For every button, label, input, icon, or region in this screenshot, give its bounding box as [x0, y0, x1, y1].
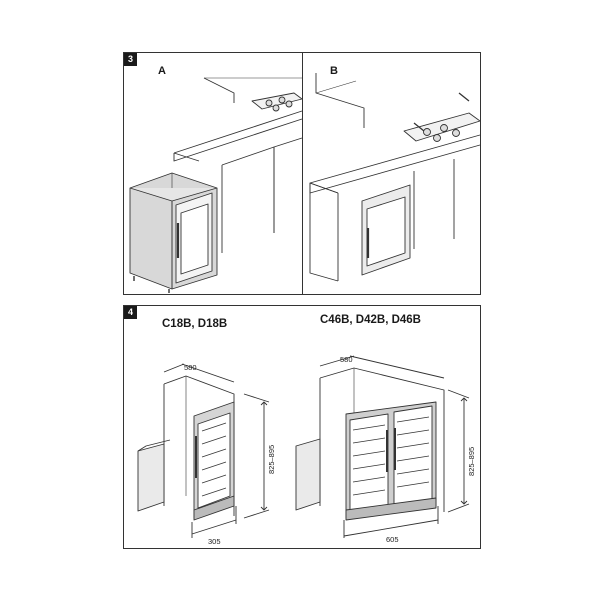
panel-divider	[302, 53, 303, 294]
installation-step-4-panel: 4 C18B, D18B C46B, D42B, D46B	[123, 305, 481, 549]
step-4-dimension-diagram: 580 825–895 305 580 825–895 605	[137, 355, 476, 546]
installation-step-3-panel: 3 A B	[123, 52, 481, 295]
label-a: A	[158, 65, 166, 77]
width-dimension-left: 305	[208, 537, 221, 546]
depth-dimension-left: 580	[184, 363, 197, 372]
width-dimension-right: 605	[386, 535, 399, 544]
depth-dimension-right: 580	[340, 355, 353, 364]
model-label-right: C46B, D42B, D46B	[320, 314, 421, 326]
label-b: B	[330, 65, 338, 77]
height-dimension-left: 825–895	[267, 445, 276, 474]
height-dimension-right: 825–895	[467, 447, 476, 476]
step-3-illustration	[129, 73, 481, 293]
model-label-left: C18B, D18B	[162, 318, 228, 330]
step-badge: 3	[124, 53, 137, 66]
step-badge: 4	[124, 306, 137, 319]
